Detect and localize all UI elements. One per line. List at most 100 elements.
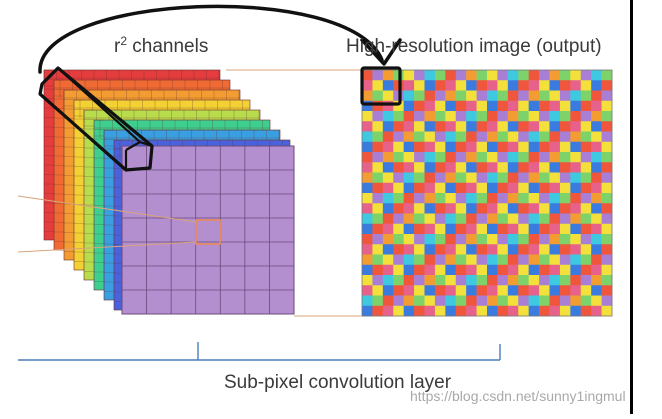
output-pixel	[362, 172, 373, 184]
output-image-grid	[361, 69, 613, 317]
output-pixel	[570, 203, 582, 214]
output-pixel	[591, 80, 602, 91]
output-pixel	[445, 121, 457, 132]
output-pixel	[559, 162, 571, 173]
output-pixel	[559, 90, 571, 102]
output-pixel	[476, 203, 488, 214]
output-pixel	[434, 264, 446, 276]
output-pixel	[601, 193, 613, 204]
output-pixel	[570, 234, 582, 245]
output-pixel	[466, 295, 477, 307]
output-pixel	[497, 244, 509, 255]
output-pixel	[528, 121, 540, 132]
output-pixel	[528, 223, 540, 235]
output-pixel	[518, 213, 529, 225]
output-pixel	[580, 295, 592, 307]
output-pixel	[549, 182, 561, 194]
output-pixel	[434, 172, 446, 184]
output-pixel	[414, 111, 425, 122]
output-pixel	[424, 172, 436, 184]
output-pixel	[424, 213, 436, 225]
output-pixel	[414, 100, 425, 112]
output-pixel	[445, 203, 457, 214]
output-pixel	[434, 182, 446, 194]
output-pixel	[549, 285, 561, 296]
output-pixel	[580, 80, 592, 91]
output-pixel	[476, 305, 488, 317]
output-pixel	[424, 223, 436, 235]
output-pixel	[372, 121, 384, 132]
output-pixel	[434, 223, 446, 235]
output-pixel	[372, 80, 384, 91]
output-pixel	[476, 193, 488, 204]
output-pixel	[414, 213, 425, 225]
output-pixel	[539, 285, 550, 296]
output-pixel	[559, 234, 571, 245]
output-pixel	[414, 295, 425, 307]
output-pixel	[362, 182, 373, 194]
output-pixel	[445, 193, 457, 204]
output-pixel	[414, 193, 425, 204]
output-pixel	[382, 121, 394, 132]
output-pixel	[403, 90, 415, 102]
pixel-column-edges	[39, 67, 153, 171]
output-pixel	[518, 285, 529, 296]
output-pixel	[549, 275, 561, 286]
output-pixel	[487, 152, 498, 163]
output-pixel	[424, 285, 436, 296]
output-pixel	[497, 121, 509, 132]
output-pixel	[518, 172, 529, 184]
output-pixel	[549, 162, 561, 173]
output-pixel	[393, 295, 404, 307]
output-pixel	[466, 182, 477, 194]
output-pixel	[497, 203, 509, 214]
output-pixel	[487, 80, 498, 91]
output-pixel	[601, 295, 613, 307]
output-pixel	[559, 254, 571, 266]
output-pixel	[382, 80, 394, 91]
output-pixel	[507, 162, 519, 173]
output-pixel	[372, 131, 384, 143]
output-pixel	[580, 90, 592, 102]
output-pixel	[580, 244, 592, 255]
output-pixel	[455, 141, 467, 153]
output-pixel	[559, 275, 571, 286]
output-pixel	[549, 80, 561, 91]
output-pixel	[455, 223, 467, 235]
output-label: High-resolution image (output)	[346, 36, 602, 57]
output-pixel	[549, 100, 561, 112]
output-pixel	[476, 141, 488, 153]
output-pixel	[518, 254, 529, 266]
output-pixel	[445, 234, 457, 245]
output-pixel	[601, 182, 613, 194]
output-pixel	[455, 90, 467, 102]
output-pixel	[601, 152, 613, 163]
output-pixel	[559, 213, 571, 225]
output-pixel	[591, 152, 602, 163]
output-pixel	[518, 223, 529, 235]
output-pixel	[559, 131, 571, 143]
output-pixel	[434, 70, 446, 81]
output-pixel	[393, 223, 404, 235]
output-pixel	[445, 162, 457, 173]
output-pixel	[372, 285, 384, 296]
output-pixel	[393, 244, 404, 255]
output-pixel	[528, 111, 540, 122]
output-pixel	[414, 141, 425, 153]
output-pixel	[403, 254, 415, 266]
output-pixel	[445, 131, 457, 143]
output-pixel	[393, 213, 404, 225]
output-pixel	[497, 275, 509, 286]
output-pixel	[570, 182, 582, 194]
output-pixel	[414, 121, 425, 132]
output-pixel	[601, 121, 613, 132]
output-pixel	[424, 100, 436, 112]
output-pixel	[559, 121, 571, 132]
output-pixel	[528, 100, 540, 112]
output-pixel	[507, 203, 519, 214]
output-pixel	[372, 264, 384, 276]
output-pixel	[580, 193, 592, 204]
output-pixel	[455, 111, 467, 122]
output-pixel	[487, 295, 498, 307]
output-pixel	[528, 172, 540, 184]
